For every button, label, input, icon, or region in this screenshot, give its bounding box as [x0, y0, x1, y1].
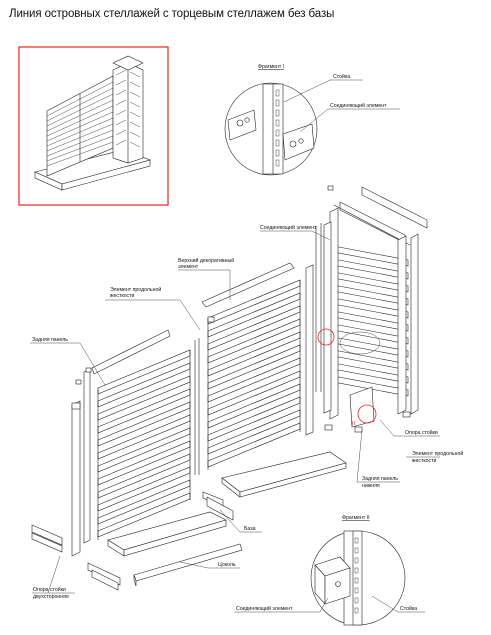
- end-rack-exploded: I II Соединяющий элемент Опора стойки Эл…: [260, 185, 463, 489]
- middle-rack-exploded: Верхний декоративный элемент База: [178, 257, 347, 533]
- connector-top-label: Соединяющий элемент: [260, 224, 317, 231]
- back-low-label-2: нижняя: [362, 483, 380, 489]
- support-two-label-1: Опора стойки: [33, 586, 66, 593]
- marker-circle-2: [357, 404, 377, 424]
- support-post-label: Опора стойки: [405, 429, 438, 436]
- back-low-label-1: Задняя панель: [362, 476, 398, 482]
- long-elem-right-label-1: Элемент продольной: [412, 450, 463, 457]
- top-decor-label-1: Верхний декоративный: [178, 257, 234, 264]
- f1-connector-label: Соединяющий элемент: [330, 102, 387, 109]
- base-label: База: [244, 526, 256, 532]
- fragment-2-title: Фрагмент II: [342, 515, 370, 521]
- fragment-2-detail: Фрагмент II Соединяющий элемент Стойка: [234, 515, 425, 626]
- long-elem-left-label-1: Элемент продольной: [110, 286, 161, 293]
- f2-stoyka-label: Стойка: [400, 605, 417, 612]
- long-elem-right-label-2: жесткости: [412, 458, 437, 464]
- f1-stoyka-label: Стойка: [333, 73, 350, 80]
- long-elem-left-label-2: жесткости: [110, 293, 135, 299]
- preview-frame: [18, 46, 169, 206]
- assembled-rack-illustration: [34, 55, 151, 191]
- left-rack-exploded: Элемент продольной жесткости Задняя пане…: [30, 286, 243, 600]
- support-two-label-2: двухсторонняя: [33, 594, 69, 600]
- back-panel-label: Задняя панель: [32, 337, 68, 343]
- fragment-1-title: Фрагмент I: [258, 64, 284, 70]
- fragment-1-detail: Фрагмент I Стойка Соединяющий элемент: [224, 64, 400, 176]
- f2-connector-label: Соединяющий элемент: [236, 605, 293, 612]
- fragment-1-circle: [224, 82, 318, 176]
- preview-panel: [18, 46, 169, 206]
- top-decor-label-2: элемент: [178, 264, 199, 270]
- plinth-label: Цоколь: [218, 562, 236, 568]
- marker-circle-1: [317, 328, 335, 346]
- marker-2-label: II: [352, 421, 355, 427]
- page-title: Линия островных стеллажей с торцевым сте…: [9, 8, 335, 20]
